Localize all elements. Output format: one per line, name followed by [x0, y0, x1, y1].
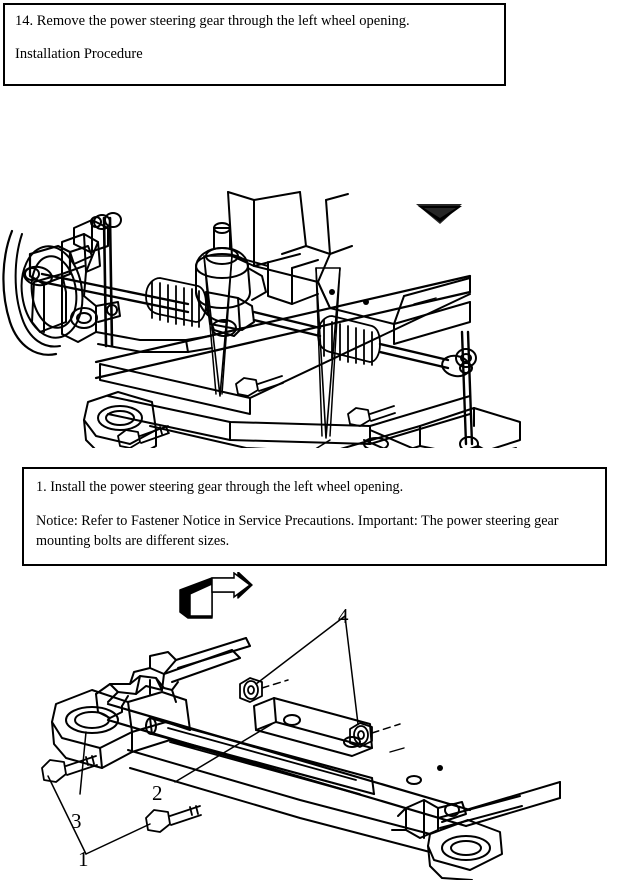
- callout-label-1: 1: [78, 847, 89, 871]
- callout-label-4: 4: [338, 604, 349, 628]
- callout-label-2: 2: [152, 781, 163, 805]
- nut-lower: [349, 722, 373, 748]
- installation-procedure-textbox: 1. Install the power steering gear throu…: [22, 467, 607, 566]
- removal-figure: [0, 96, 620, 448]
- installation-direction-arrow: [179, 572, 253, 619]
- installation-procedure-heading: Installation Procedure: [15, 46, 143, 63]
- bolt-lower: [145, 805, 202, 833]
- removal-step-text: 14. Remove the power steering gear throu…: [15, 13, 410, 29]
- installation-figure-drawing: [41, 572, 561, 880]
- nut-upper: [239, 677, 263, 703]
- removal-figure-drawing: [2, 191, 521, 448]
- install-notice-text: Notice: Refer to Fastener Notice in Serv…: [36, 513, 563, 549]
- removal-procedure-textbox: 14. Remove the power steering gear throu…: [3, 3, 506, 86]
- install-step-text: 1. Install the power steering gear throu…: [36, 479, 404, 495]
- callout-label-3: 3: [71, 809, 82, 833]
- removal-direction-arrow: [416, 204, 462, 224]
- installation-figure: [0, 572, 620, 880]
